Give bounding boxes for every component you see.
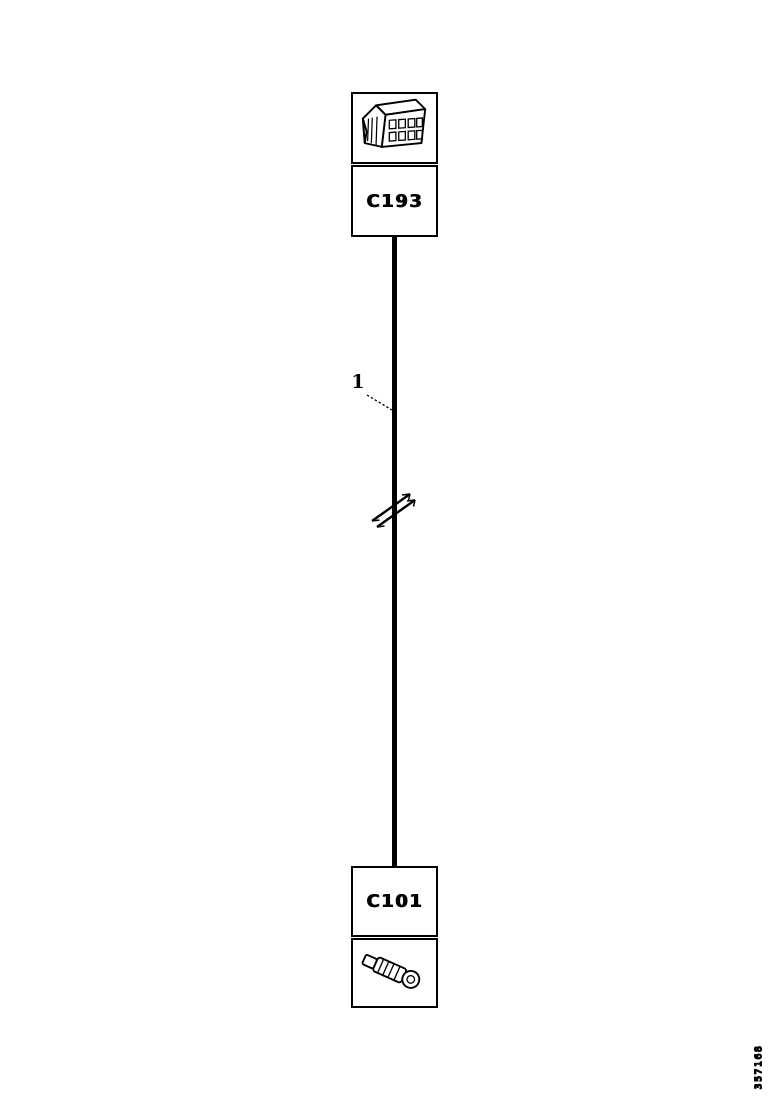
figure-number: 357168: [752, 1044, 764, 1090]
wire-line: [392, 235, 397, 868]
bottom-connector-label: C101: [366, 891, 423, 912]
figure-number-container: 357168: [748, 1038, 768, 1096]
top-connector-label: C193: [366, 190, 423, 212]
callout-leader-line: [366, 394, 393, 411]
wire-callout-label: 1: [351, 371, 365, 393]
multi-pin-connector-icon: [361, 98, 427, 148]
bottom-connector-illustration-cell: [351, 938, 438, 1008]
top-connector-label-cell: C193: [351, 165, 438, 237]
top-connector-illustration-cell: [351, 92, 438, 164]
wire-terminal-icon: [361, 954, 421, 989]
bottom-connector-label-cell: C101: [351, 866, 438, 937]
